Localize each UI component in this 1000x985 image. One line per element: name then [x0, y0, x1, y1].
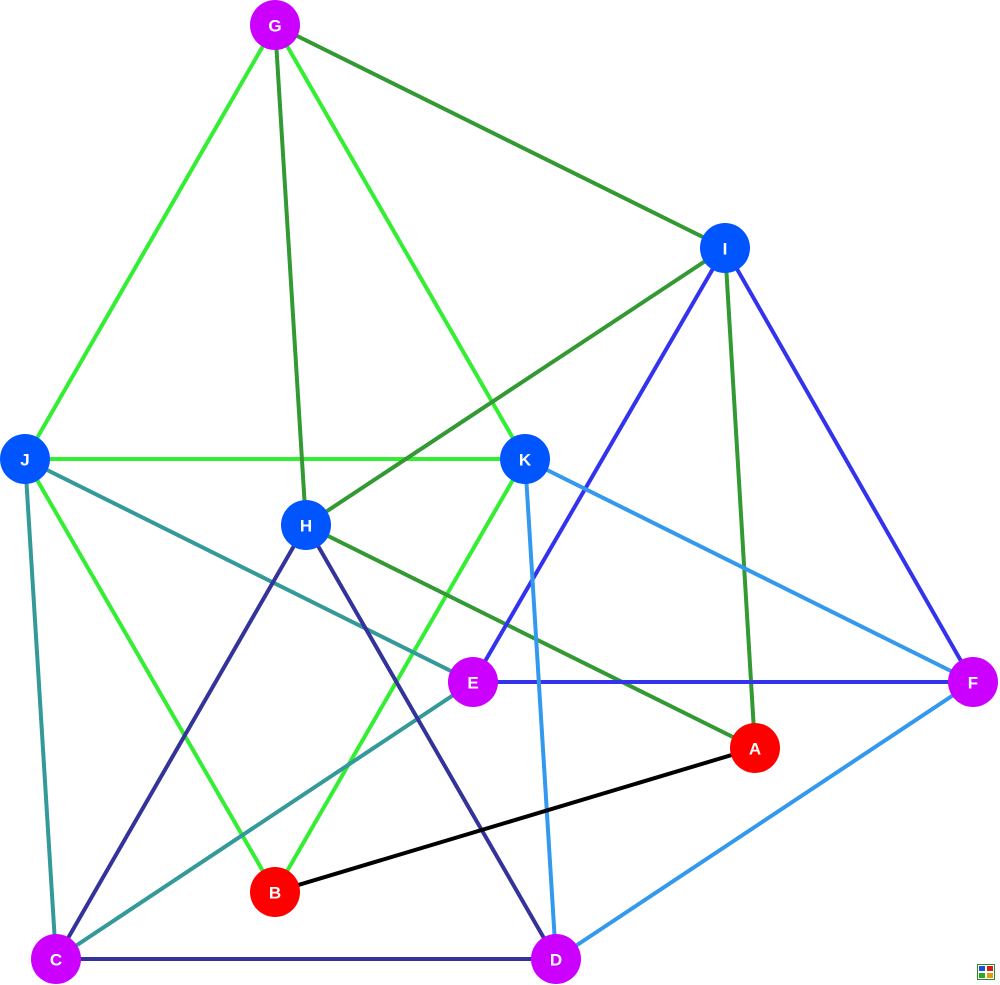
edge-k-d [523, 457, 558, 961]
node-e[interactable]: E [448, 657, 498, 707]
node-label: I [723, 240, 728, 259]
node-circle [531, 934, 581, 984]
node-label: F [968, 674, 978, 693]
node-d[interactable]: D [531, 934, 581, 984]
node-f[interactable]: F [948, 657, 998, 707]
edge-b-a [273, 746, 757, 894]
edges-layer [23, 23, 975, 961]
edge-k-b [273, 457, 527, 894]
edge-i-a [723, 246, 757, 750]
ed-logo-icon [977, 964, 995, 980]
node-b[interactable]: B [250, 867, 300, 917]
node-h[interactable]: H [281, 500, 331, 550]
node-circle [0, 434, 50, 484]
edge-e-c [54, 680, 475, 961]
node-j[interactable]: J [0, 434, 50, 484]
edge-g-k [273, 23, 527, 461]
edge-k-f [523, 457, 975, 684]
node-c[interactable]: C [31, 934, 81, 984]
node-label: E [467, 674, 478, 693]
node-i[interactable]: I [700, 223, 750, 273]
node-circle [730, 723, 780, 773]
node-circle [281, 500, 331, 550]
edge-i-f [723, 246, 975, 684]
node-label: A [749, 740, 761, 759]
edge-g-i [273, 23, 727, 250]
node-circle [31, 934, 81, 984]
edge-j-e [23, 457, 475, 684]
edge-j-b [23, 457, 277, 894]
node-label: K [519, 451, 532, 470]
node-circle [250, 867, 300, 917]
node-circle [448, 657, 498, 707]
node-label: D [550, 951, 562, 970]
node-a[interactable]: A [730, 723, 780, 773]
node-k[interactable]: K [500, 434, 550, 484]
node-circle [700, 223, 750, 273]
edge-i-e [471, 246, 727, 684]
node-label: J [20, 451, 29, 470]
edge-h-d [304, 523, 558, 961]
node-label: B [269, 884, 281, 903]
edge-j-c [23, 457, 58, 961]
edge-g-j [23, 23, 277, 461]
edge-g-h [273, 23, 308, 527]
node-label: C [50, 951, 62, 970]
node-label: H [300, 517, 312, 536]
node-circle [948, 657, 998, 707]
node-g[interactable]: G [250, 0, 300, 50]
edge-h-a [304, 523, 757, 750]
node-circle [500, 434, 550, 484]
node-label: G [268, 17, 281, 36]
edge-i-h [304, 246, 727, 527]
edge-f-d [554, 680, 975, 961]
node-circle [250, 0, 300, 50]
edge-h-c [54, 523, 308, 961]
